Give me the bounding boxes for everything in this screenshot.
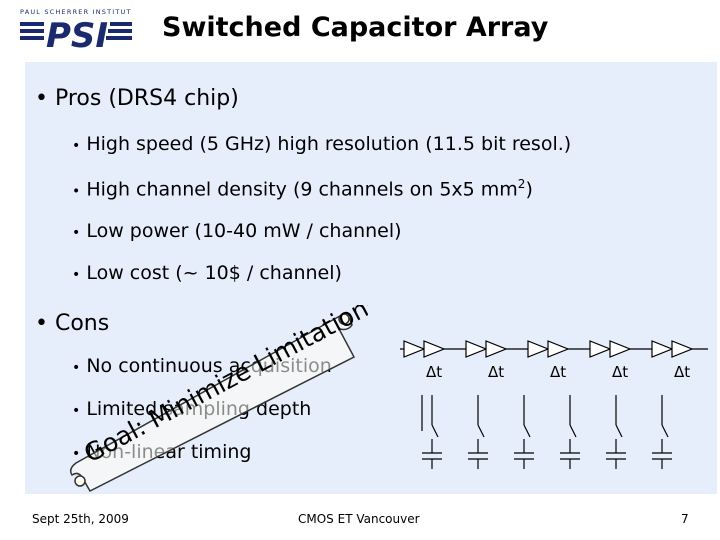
bullet-icon: • — [35, 86, 48, 111]
goal-scroll: Goal: Minimize Limitations — [69, 305, 368, 492]
delay-label: Δt — [426, 363, 442, 381]
goal-scroll-text: Goal: Minimize Limitations — [79, 305, 368, 468]
delay-label: Δt — [488, 363, 504, 381]
buffer-icon — [423, 340, 446, 358]
superscript: 2 — [517, 177, 526, 191]
slide-title: Switched Capacitor Array — [162, 12, 549, 43]
bullet-icon: • — [72, 446, 81, 462]
buffer-icon — [465, 340, 488, 358]
sampling-cells — [422, 395, 672, 469]
pros-item: • High speed (5 GHz) high resolution (11… — [72, 133, 571, 155]
buffer-icon — [651, 340, 674, 358]
bullet-icon: • — [72, 138, 81, 154]
pros-item-text: Low power (10-40 mW / channel) — [86, 220, 402, 242]
delay-label: Δt — [674, 363, 690, 381]
psi-logo: PAUL SCHERRER INSTITUT PSI — [20, 8, 132, 52]
buffer-icon — [609, 340, 632, 358]
pros-item-text: Low cost (~ 10$ / channel) — [86, 262, 342, 284]
cons-heading: • Cons — [35, 311, 109, 336]
sampling-cell — [514, 395, 534, 469]
slide-header: PAUL SCHERRER INSTITUT PSI Switched Capa… — [0, 0, 720, 58]
buffer-icon — [403, 340, 426, 358]
delay-stage-5: Δt — [651, 340, 694, 381]
buffer-icon — [589, 340, 612, 358]
buffer-icon — [547, 340, 570, 358]
pros-item: • Low power (10-40 mW / channel) — [72, 220, 402, 242]
footer-date: Sept 25th, 2009 — [32, 512, 129, 526]
delay-label: Δt — [550, 363, 566, 381]
delay-stage-4: Δt — [589, 340, 632, 381]
sampling-cell — [652, 395, 672, 469]
bullet-icon: • — [72, 360, 81, 376]
psi-logo-mark: PSI — [20, 16, 132, 52]
sampling-cell — [468, 395, 488, 469]
delay-stage-3: Δt — [527, 340, 570, 381]
page-number: 7 — [681, 512, 689, 526]
buffer-icon — [485, 340, 508, 358]
bullet-icon: • — [35, 311, 48, 336]
logo-institute-text: PAUL SCHERRER INSTITUT — [20, 8, 132, 16]
pros-item: • Low cost (~ 10$ / channel) — [72, 262, 342, 284]
pros-heading: • Pros (DRS4 chip) — [35, 86, 239, 111]
bullet-icon: • — [72, 225, 81, 241]
cons-heading-text: Cons — [54, 311, 110, 336]
sca-circuit-diagram: Δt Δt Δt Δt Δt — [400, 340, 708, 469]
pros-heading-text: Pros (DRS4 chip) — [54, 86, 239, 111]
pros-item-text: High channel density (9 channels on 5x5 … — [86, 178, 518, 201]
buffer-icon — [527, 340, 550, 358]
content-panel — [25, 62, 717, 494]
pros-item-text: High speed (5 GHz) high resolution (11.5… — [86, 133, 572, 155]
delay-stage-2: Δt — [465, 340, 508, 381]
bullet-icon: • — [72, 267, 81, 283]
bullet-icon: • — [72, 183, 81, 200]
sampling-cell — [606, 395, 626, 469]
buffer-icon — [671, 340, 694, 358]
bullet-icon: • — [72, 403, 81, 419]
footer-venue: CMOS ET Vancouver — [298, 512, 420, 526]
pros-item: • High channel density (9 channels on 5x… — [72, 177, 533, 200]
logo-mark-text: PSI — [46, 16, 108, 52]
delay-label: Δt — [612, 363, 628, 381]
sampling-cell — [560, 395, 580, 469]
delay-stage-1: Δt — [403, 340, 446, 381]
pros-item-close: ) — [525, 178, 533, 201]
sampling-cell — [422, 395, 442, 469]
